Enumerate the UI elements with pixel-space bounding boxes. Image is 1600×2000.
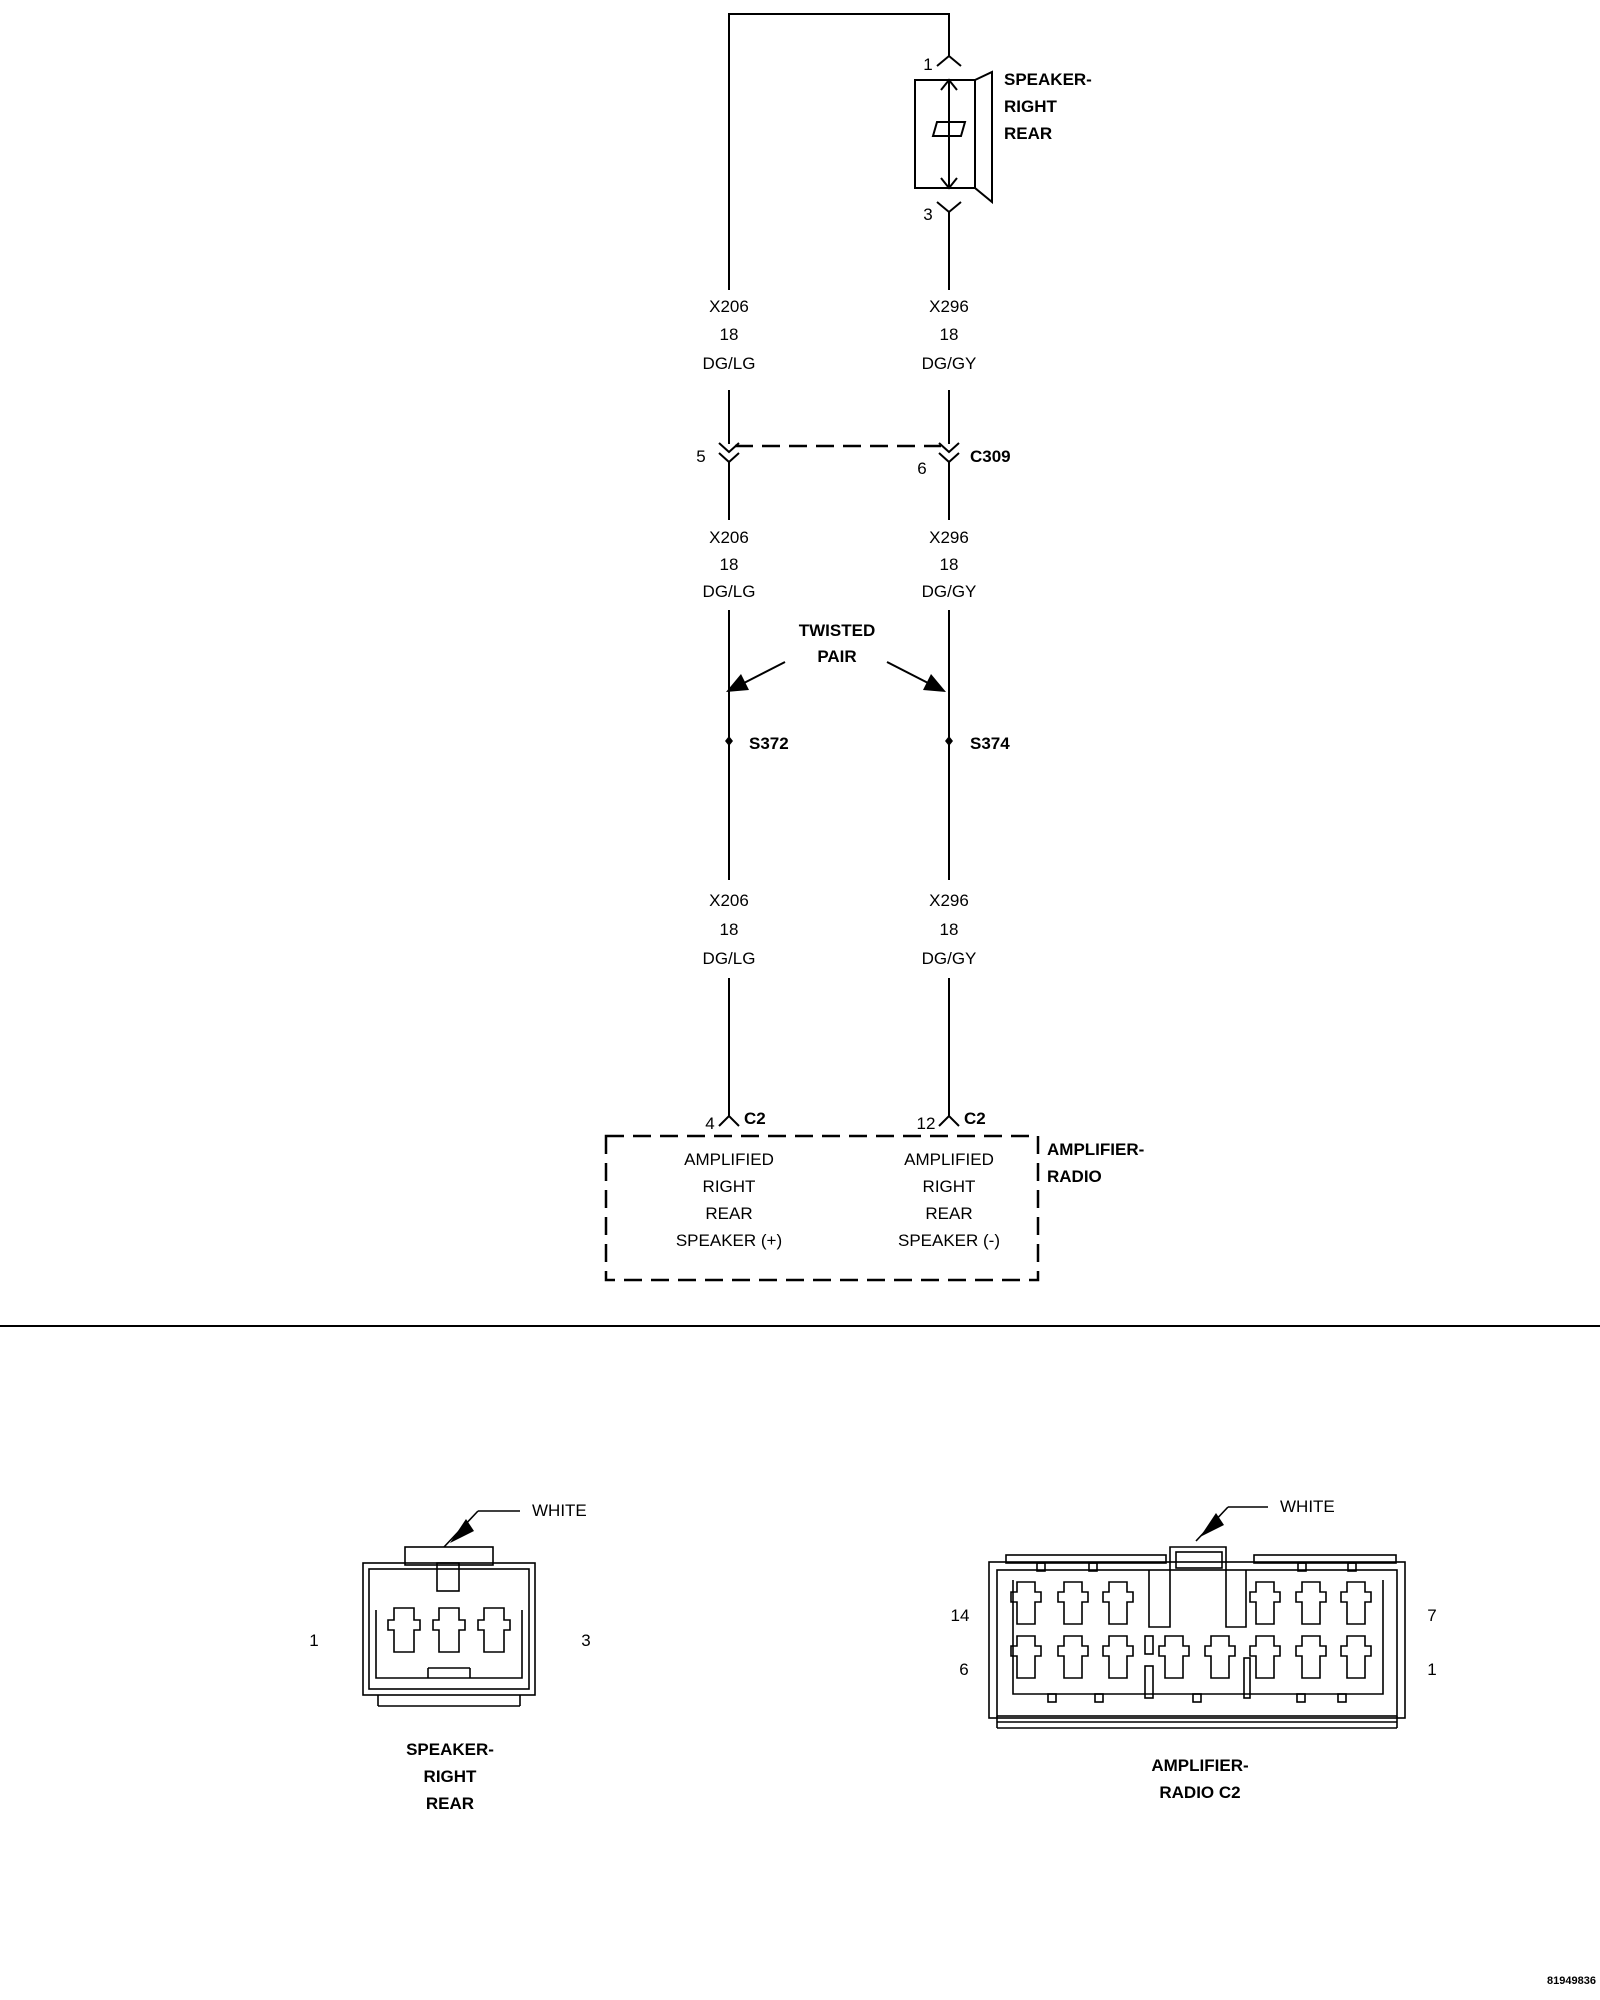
speaker-label-line-3: REAR (1004, 124, 1052, 143)
speaker-view-pin-right: 3 (581, 1631, 590, 1650)
speaker-view-label-line-2: RIGHT (424, 1767, 478, 1786)
amp-cavity-bottom-6 (1249, 1635, 1281, 1679)
amp-right-connector: C2 (964, 1109, 986, 1128)
speaker-view-pin-left: 1 (309, 1631, 318, 1650)
wire-right-middle-color: DG/GY (922, 582, 977, 601)
figure-id: 81949836 (1547, 1975, 1596, 1987)
wire-left-upper-gauge: 18 (720, 325, 739, 344)
amp-left-function-line-4: SPEAKER (+) (676, 1231, 782, 1250)
amp-cavity-top-1 (1010, 1581, 1042, 1625)
speaker-pin-bottom: 3 (923, 205, 932, 224)
amp-cavity-bottom-3 (1102, 1635, 1134, 1679)
wire-right-upper-gauge: 18 (940, 325, 959, 344)
wire-left-lower-circuit: X206 (709, 891, 749, 910)
wire-left-lower-gauge: 18 (720, 920, 739, 939)
speaker-connector-view (362, 1510, 536, 1707)
amp-cavity-bottom-4 (1158, 1635, 1190, 1679)
wire-right-middle-gauge: 18 (940, 555, 959, 574)
amp-right-function-line-4: SPEAKER (-) (898, 1231, 1000, 1250)
amp-view-label-line-2: RADIO C2 (1159, 1783, 1240, 1802)
amp-left-pin: 4 (705, 1114, 714, 1133)
amp-cavity-top-4 (1249, 1581, 1281, 1625)
amp-cavity-bottom-1 (1010, 1635, 1042, 1679)
wire-right-lower-color: DG/GY (922, 949, 977, 968)
wire-right-middle-circuit: X296 (929, 528, 969, 547)
speaker-view-color: WHITE (532, 1501, 587, 1520)
amp-left-connector: C2 (744, 1109, 766, 1128)
amp-view-pin-7: 7 (1427, 1606, 1436, 1625)
amp-cavity-bottom-7 (1295, 1635, 1327, 1679)
amp-label-line-1: AMPLIFIER- (1047, 1140, 1144, 1159)
wire-left-middle-gauge: 18 (720, 555, 739, 574)
splice-s372-label: S372 (749, 734, 789, 753)
amp-view-pin-6: 6 (959, 1660, 968, 1679)
splice-s372-dot (725, 736, 733, 746)
wire-left-lower-color: DG/LG (703, 949, 756, 968)
c309-pin-right: 6 (917, 459, 926, 478)
speaker-label-line-1: SPEAKER- (1004, 70, 1092, 89)
amplifier-radio-box (604, 978, 1040, 1282)
c309-pin-left: 5 (696, 447, 705, 466)
twisted-pair-label-line-2: PAIR (817, 647, 856, 666)
twisted-pair-wires (726, 610, 950, 880)
amp-left-function-line-1: AMPLIFIED (684, 1150, 774, 1169)
speaker-view-label-line-1: SPEAKER- (406, 1740, 494, 1759)
amp-view-pin-1: 1 (1427, 1660, 1436, 1679)
speaker-symbol (728, 13, 993, 290)
amp-label-line-2: RADIO (1047, 1167, 1102, 1186)
splice-s374-label: S374 (970, 734, 1010, 753)
amp-right-function-line-2: RIGHT (923, 1177, 976, 1196)
amp-right-pin: 12 (917, 1114, 936, 1133)
speaker-pin-top: 1 (923, 55, 932, 74)
wire-right-upper-color: DG/GY (922, 354, 977, 373)
amp-view-pin-14: 14 (951, 1606, 970, 1625)
speaker-label-line-2: RIGHT (1004, 97, 1058, 116)
amp-cavity-top-6 (1340, 1581, 1372, 1625)
speaker-view-label-line-3: REAR (426, 1794, 474, 1813)
amp-right-function-line-1: AMPLIFIED (904, 1150, 994, 1169)
connector-c309-symbol (718, 390, 960, 520)
splice-s374-dot (945, 736, 953, 746)
amplifier-c2-cavities (1010, 1581, 1372, 1679)
wire-left-middle-circuit: X206 (709, 528, 749, 547)
amp-view-color: WHITE (1280, 1497, 1335, 1516)
wire-right-lower-gauge: 18 (940, 920, 959, 939)
amp-cavity-top-2 (1057, 1581, 1089, 1625)
wire-left-upper-circuit: X206 (709, 297, 749, 316)
amplifier-c2-connector-view (988, 1506, 1406, 1729)
c309-name: C309 (970, 447, 1011, 466)
amp-cavity-top-3 (1102, 1581, 1134, 1625)
wire-left-upper-color: DG/LG (703, 354, 756, 373)
amp-cavity-bottom-2 (1057, 1635, 1089, 1679)
amp-cavity-bottom-5 (1204, 1635, 1236, 1679)
amp-right-function-line-3: REAR (925, 1204, 972, 1223)
amp-left-function-line-3: REAR (705, 1204, 752, 1223)
twisted-pair-label-line-1: TWISTED (799, 621, 876, 640)
amp-cavity-bottom-8 (1340, 1635, 1372, 1679)
wire-left-middle-color: DG/LG (703, 582, 756, 601)
amp-left-function-line-2: RIGHT (703, 1177, 756, 1196)
amp-cavity-top-5 (1295, 1581, 1327, 1625)
wire-right-lower-circuit: X296 (929, 891, 969, 910)
wire-right-upper-circuit: X296 (929, 297, 969, 316)
amp-view-label-line-1: AMPLIFIER- (1151, 1756, 1248, 1775)
